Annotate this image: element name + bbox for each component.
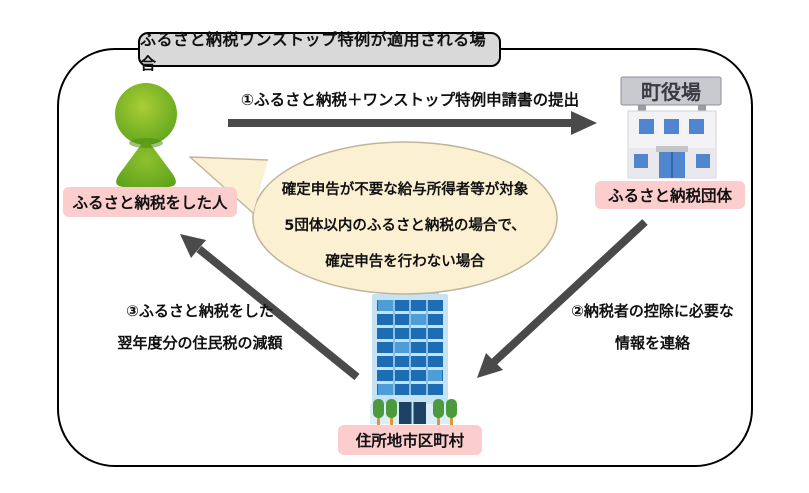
step2-label: ②納税者の控除に必要な 情報を連絡 <box>545 295 760 359</box>
donation-municipality-label: ふるさと納税団体 <box>595 181 745 209</box>
city-building-icon <box>370 285 457 425</box>
bubble-line1: 確定申告が不要な給与所得者等が対象 <box>281 182 529 198</box>
speech-bubble <box>189 141 558 295</box>
town-hall-icon: 町役場 <box>620 76 722 179</box>
step2-line1: ②納税者の控除に必要な <box>571 302 734 320</box>
speech-bubble-text: 確定申告が不要な給与所得者等が対象 5団体以内のふるさと納税の場合で、 確定申告… <box>255 172 555 280</box>
diagram-title: ふるさと納税ワンストップ特例が適用される場合 <box>138 30 501 73</box>
arrow-step2 <box>477 219 648 378</box>
step1-label: ①ふるさと納税＋ワンストップ特例申請書の提出 <box>210 84 610 116</box>
home-municipality-label: 住所地市区町村 <box>338 425 482 455</box>
bubble-line3: 確定申告を行わない場合 <box>325 254 485 270</box>
taxpayer-label: ふるさと納税をした人 <box>63 187 237 217</box>
arrow-step1 <box>228 111 597 135</box>
town-hall-sign-text: 町役場 <box>641 80 701 104</box>
tree-icons <box>373 399 457 425</box>
bubble-line2: 5団体以内のふるさと納税の場合で、 <box>284 218 526 234</box>
step3-line1: ③ふるさと納税をした <box>126 302 274 320</box>
step3-label: ③ふるさと納税をした 翌年度分の住民税の減額 <box>85 295 315 359</box>
arrow-step3 <box>180 234 360 381</box>
step2-line2: 情報を連絡 <box>614 334 690 352</box>
person-icon <box>115 83 177 187</box>
step3-line2: 翌年度分の住民税の減額 <box>117 334 283 352</box>
step1-text: ①ふるさと納税＋ワンストップ特例申請書の提出 <box>240 91 580 109</box>
